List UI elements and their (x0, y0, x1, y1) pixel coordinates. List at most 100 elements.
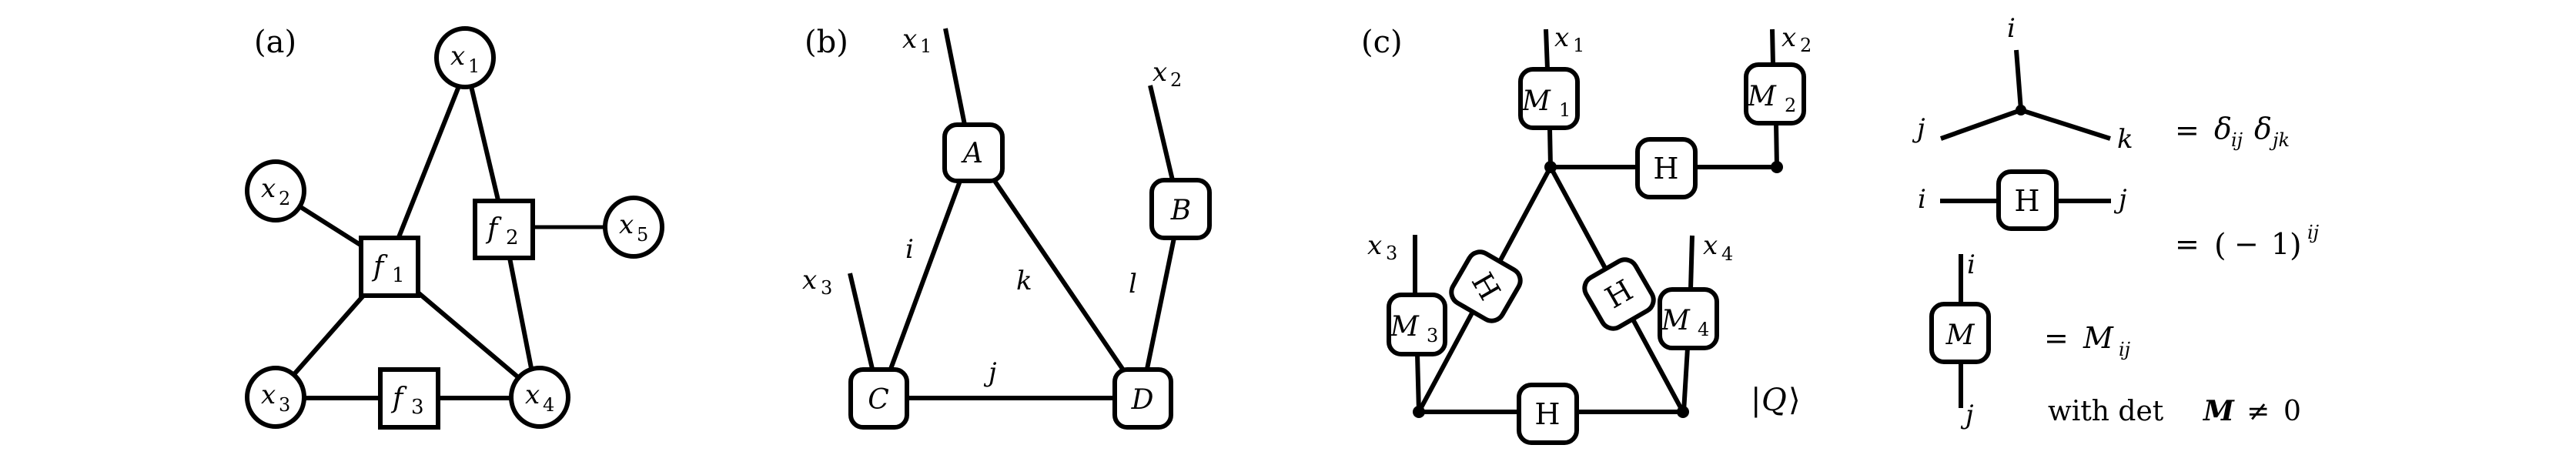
copy-node-bottom-left (1413, 406, 1425, 418)
bond-A-C (888, 179, 962, 370)
matrix-label-base: M (1661, 305, 1691, 336)
panel-b: (b) x 1 x 2 x 3 i j k l A B C (802, 24, 1212, 430)
panel-label-c: (c) (1361, 25, 1403, 60)
open-leg-label-base: x (902, 24, 917, 55)
variable-node-x5: x 5 (603, 196, 664, 259)
factor-box (473, 199, 535, 260)
matrix-box-label: M (1945, 320, 1975, 351)
matrix-label-sub: 2 (1785, 95, 1796, 116)
bond-label-j: j (983, 357, 997, 388)
tensor-label: C (868, 384, 889, 416)
variable-node-x2: x 2 (245, 159, 306, 222)
edge-x1-f1 (396, 85, 461, 239)
tensor-label: A (961, 138, 983, 169)
panel-a: (a) x 1 x 2 x 3 x 4 (245, 25, 664, 430)
paren-open: ( (2214, 228, 2226, 263)
tensor-box (942, 122, 1005, 183)
node-label-sub: 5 (637, 224, 648, 246)
factor-label-sub: 1 (392, 264, 405, 287)
ket-bar: | (1751, 383, 1761, 418)
matrix-label-base: M (1521, 85, 1551, 117)
factor-label-sub: 2 (506, 226, 519, 249)
leg-label-j: j (2113, 184, 2127, 215)
matrix-box (1929, 302, 1991, 364)
edge-f2-x4 (507, 257, 534, 369)
exponent: ij (2307, 222, 2320, 243)
hadamard-box (1582, 257, 1656, 331)
bond-A-D (992, 179, 1125, 370)
leg-label-i: i (2007, 13, 2016, 44)
factor-box (359, 236, 420, 298)
delta-leg-i (2014, 49, 2023, 111)
variable-node-x1: x 1 (434, 26, 496, 89)
factor-node-f3: f 3 (378, 367, 440, 430)
open-leg-x3 (848, 273, 875, 370)
node-label-base: x (525, 380, 540, 410)
open-leg-label-base: x (1153, 57, 1167, 88)
leg-label-sub: 3 (1386, 243, 1397, 264)
condition-prefix: with det (2048, 396, 2164, 427)
paren-close: ) (2290, 228, 2302, 263)
bond-B-D (1145, 237, 1176, 370)
panel-c: (c) x 1 x 2 x 3 x 4 M 1 (1361, 22, 1812, 445)
state-label: | Q ⟩ (1751, 383, 1801, 418)
hadamard-box (1635, 137, 1698, 199)
factor-node-f1: f 1 (359, 236, 420, 298)
one: 1 (2271, 227, 2290, 261)
equals-sign: = (2175, 227, 2200, 261)
leg-label-base: x (1554, 22, 1569, 53)
open-leg-label-sub: 3 (821, 277, 832, 299)
delta-leg-j (1939, 108, 2022, 141)
equals-sign: = (2044, 321, 2069, 355)
leg-label-base: x (1367, 230, 1382, 261)
matrix-expr-sub: ij (2119, 339, 2131, 360)
leg-label-j: j (1912, 113, 1925, 144)
node-circle (509, 366, 570, 429)
matrix-M2: M 2 (1744, 62, 1806, 125)
tensor-C: C (848, 367, 909, 430)
bond-label-l: l (1129, 269, 1137, 299)
definition-hadamard: H i j = ( − 1 ) ij (1918, 169, 2320, 263)
leg-label-sub: 2 (1800, 35, 1812, 56)
matrix-expr-base: M (2083, 321, 2114, 355)
factor-box (378, 367, 440, 430)
node-label-base: x (619, 209, 634, 240)
node-circle (603, 196, 664, 259)
leg-label-base: x (1703, 230, 1718, 261)
copy-node-bottom-right (1677, 406, 1689, 418)
delta-sub-1: ij (2231, 129, 2243, 151)
leg-label-base: x (1781, 22, 1796, 53)
matrix-label-base: M (1747, 81, 1777, 112)
node-label-base: x (450, 41, 465, 72)
delta-leg-k (2020, 108, 2111, 141)
hadamard-bottom: H (1517, 383, 1579, 445)
tensor-label: D (1131, 384, 1154, 416)
hadamard-left: H (1449, 249, 1523, 323)
hadamard-box-label: H (2014, 184, 2039, 218)
node-label-base: x (261, 380, 276, 410)
node-circle (245, 159, 306, 222)
leg-label-sub: 4 (1721, 243, 1733, 265)
node-label-sub: 1 (468, 55, 480, 77)
tensor-D: D (1112, 367, 1173, 430)
node-label-base: x (261, 173, 276, 204)
leg-M1-node (1547, 127, 1553, 168)
matrix-M3: M 3 (1387, 293, 1447, 356)
open-leg-label-base: x (802, 265, 817, 296)
condition-matrix: M (2202, 395, 2235, 427)
matrix-label-sub: 4 (1698, 319, 1709, 340)
edge-x1-f2 (469, 85, 500, 201)
variable-node-x3: x 3 (245, 366, 306, 429)
condition-relation: ≠ (2246, 396, 2270, 427)
matrix-label-base: M (1390, 311, 1420, 343)
tensor-box (848, 367, 909, 430)
tensor-box (1112, 367, 1173, 430)
tensor-label: B (1170, 195, 1191, 226)
definition-delta: i j k = δ ij δ jk (1912, 13, 2290, 155)
leg-label-i: i (1967, 249, 1975, 280)
open-leg-label-sub: 2 (1170, 69, 1182, 91)
open-leg-x1 (1544, 28, 1550, 70)
matrix-M1: M 1 (1518, 67, 1580, 130)
factor-label-sub: 3 (411, 396, 424, 419)
